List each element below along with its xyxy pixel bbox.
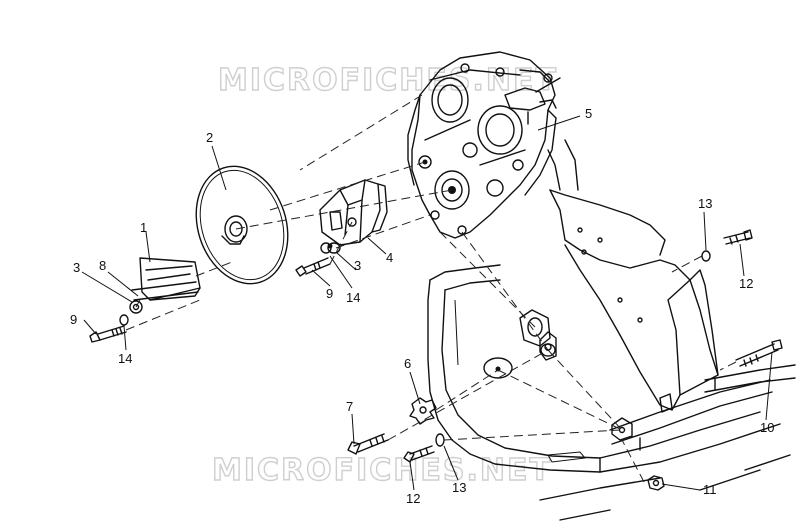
rail-collar	[519, 309, 556, 357]
callout-8: 8	[99, 258, 106, 273]
washer-13-lower	[435, 433, 445, 447]
part-callouts: 1 2 3 3 4 5 6 7 8 9 9 10 11 12 12 13 13 …	[70, 106, 774, 506]
nut-11	[647, 475, 665, 491]
callout-13-upper: 13	[698, 196, 712, 211]
bolt-12-lower	[403, 445, 435, 463]
watermark-bottom: MICROFICHES.NET	[212, 453, 552, 488]
mount-plate	[547, 139, 719, 411]
washer-13-upper	[701, 250, 711, 262]
watermark-top: MICROFICHES.NET	[218, 63, 558, 98]
callout-3-middle: 3	[354, 258, 361, 273]
bolt-7	[347, 433, 389, 455]
callout-12-upper: 12	[739, 276, 753, 291]
leader-lines	[81, 115, 773, 491]
gearcase-housing	[407, 51, 561, 239]
bracket-plate	[139, 257, 201, 301]
callout-14-left: 14	[118, 351, 132, 366]
washer-3-middle	[327, 242, 341, 254]
star-washer-6	[409, 397, 437, 425]
bolt-9-middle	[295, 257, 331, 277]
bolt-12-upper	[723, 229, 753, 245]
callout-9-left: 9	[70, 312, 77, 327]
callout-12-lower: 12	[406, 491, 420, 506]
callout-11: 11	[703, 482, 717, 497]
drive-disc	[195, 165, 289, 285]
strap-8	[131, 281, 199, 301]
callout-1: 1	[140, 220, 147, 235]
callout-10: 10	[760, 420, 774, 435]
chassis-frame	[427, 264, 796, 521]
callout-14-middle: 14	[346, 290, 360, 305]
bolt-10	[735, 339, 783, 367]
plate-disc	[483, 357, 513, 379]
washer-14-left	[119, 314, 129, 326]
callout-2: 2	[206, 130, 213, 145]
callout-9-middle: 9	[326, 286, 333, 301]
callout-3-left: 3	[73, 260, 80, 275]
callout-13-lower: 13	[452, 480, 466, 495]
engine-bracket	[319, 179, 388, 246]
callout-7: 7	[346, 399, 353, 414]
callout-6: 6	[404, 356, 411, 371]
washer-3-left	[129, 300, 143, 314]
callout-5: 5	[585, 106, 592, 121]
bolt-9-left	[89, 325, 127, 343]
callout-4: 4	[386, 250, 393, 265]
assembly-guide-lines	[125, 94, 737, 483]
